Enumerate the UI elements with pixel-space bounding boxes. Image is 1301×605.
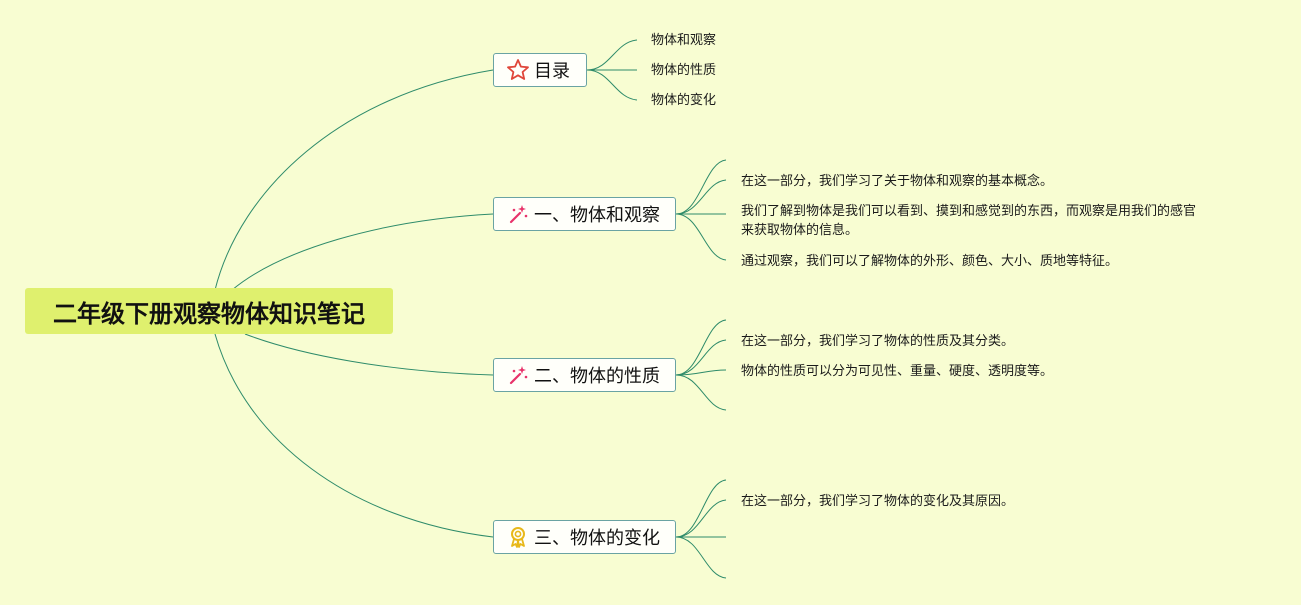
toc-item[interactable]: 物体的性质 <box>651 63 717 78</box>
connector-root-b2 <box>244 333 494 376</box>
connector-b2-leaf <box>675 339 727 376</box>
note-item[interactable]: 我们了解到物体是我们可以看到、摸到和感觉到的东西，而观察是用我们的感官 <box>741 204 1197 219</box>
toc-item[interactable]: 物体的变化 <box>651 93 717 108</box>
connector-b1-leaf <box>675 179 727 215</box>
award-medal-icon <box>506 525 530 549</box>
note-item[interactable]: 在这一部分，我们学习了关于物体和观察的基本概念。 <box>741 174 1054 189</box>
note-item[interactable]: 在这一部分，我们学习了物体的性质及其分类。 <box>741 334 1015 349</box>
branch-label: 目录 <box>534 61 570 82</box>
connector-b2-leaf <box>675 374 727 411</box>
connector-b1-leaf <box>675 213 727 261</box>
connector-b3-leaf <box>675 536 727 579</box>
root-topic[interactable]: 二年级下册观察物体知识笔记 <box>25 288 393 334</box>
branch-objects-observation[interactable]: 一、物体和观察 <box>493 197 676 231</box>
connector-b1-leaf <box>675 159 727 215</box>
connector-root-b1 <box>231 213 494 291</box>
branch-label: 三、物体的变化 <box>534 528 660 549</box>
connector-root-b3 <box>214 333 494 538</box>
star-outline-icon <box>506 58 530 82</box>
connector-toc-leaf <box>586 69 638 101</box>
connector-root-toc <box>214 69 494 291</box>
connector-b3-leaf <box>675 499 727 538</box>
branch-toc[interactable]: 目录 <box>493 53 587 87</box>
connector-b2-leaf <box>675 319 727 376</box>
branch-object-changes[interactable]: 三、物体的变化 <box>493 520 676 554</box>
connector-b2-leaf <box>675 369 727 376</box>
connector-b3-leaf <box>675 479 727 538</box>
note-item[interactable]: 在这一部分，我们学习了物体的变化及其原因。 <box>741 494 1015 509</box>
root-title: 二年级下册观察物体知识笔记 <box>53 299 365 328</box>
connector-toc-leaf <box>586 39 638 71</box>
branch-label: 二、物体的性质 <box>534 366 660 387</box>
sparkle-wand-icon <box>506 363 530 387</box>
sparkle-wand-icon <box>506 202 530 226</box>
toc-item[interactable]: 物体和观察 <box>651 33 717 48</box>
branch-object-properties[interactable]: 二、物体的性质 <box>493 358 676 392</box>
branch-label: 一、物体和观察 <box>534 205 660 226</box>
note-item[interactable]: 通过观察，我们可以了解物体的外形、颜色、大小、质地等特征。 <box>741 254 1119 269</box>
note-item-continued[interactable]: 来获取物体的信息。 <box>741 223 859 238</box>
note-item[interactable]: 物体的性质可以分为可见性、重量、硬度、透明度等。 <box>741 364 1054 379</box>
